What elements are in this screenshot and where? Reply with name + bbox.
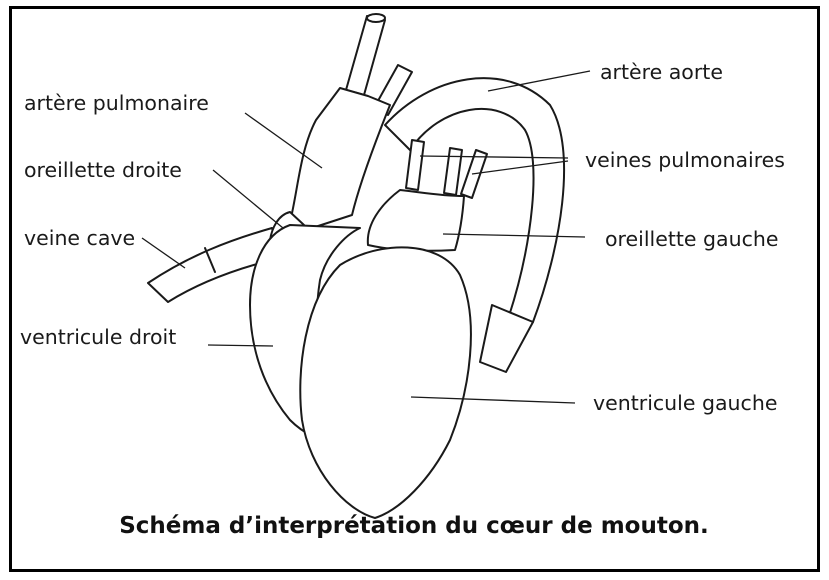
artere-pulmonaire-opening <box>367 14 385 22</box>
ventricule-gauche-shape <box>300 247 471 518</box>
label-artere-pulmonaire: artère pulmonaire <box>24 91 209 115</box>
oreillette-gauche-shape <box>368 190 464 251</box>
label-ventricule-gauche: ventricule gauche <box>593 391 777 415</box>
label-ventricule-droit: ventricule droit <box>20 325 176 349</box>
label-veine-cave: veine cave <box>24 226 135 250</box>
diagram-caption: Schéma d’interprétation du cœur de mouto… <box>119 513 709 539</box>
artere-pulmonaire-base <box>290 88 390 228</box>
pointer-oreillette-gauche <box>443 234 585 237</box>
label-veines-pulmonaires: veines pulmonaires <box>585 148 785 172</box>
pointer-veine-cave <box>142 238 185 268</box>
artere-pulmonaire-tube <box>346 16 385 95</box>
veine-pulmonaire-2 <box>444 148 462 195</box>
heart-drawing <box>148 14 564 518</box>
label-artere-aorte: artère aorte <box>600 60 723 84</box>
pointer-oreillette-droite <box>213 170 283 228</box>
label-oreillette-gauche: oreillette gauche <box>605 227 778 251</box>
label-oreillette-droite: oreillette droite <box>24 158 182 182</box>
